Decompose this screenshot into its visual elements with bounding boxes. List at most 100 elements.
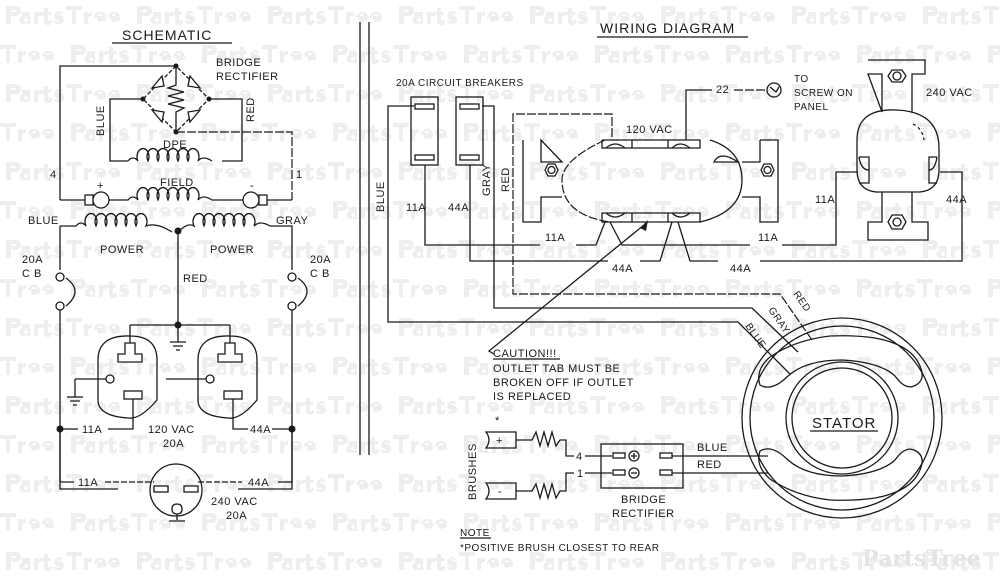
caution-line3: IS REPLACED (493, 391, 571, 403)
to-screw-line1: TO (794, 74, 809, 85)
note-title: NOTE (460, 528, 490, 539)
ground-icon (169, 503, 185, 522)
outlet-240-wire-44a: 44A (946, 194, 967, 206)
power-left-label: POWER (100, 244, 144, 256)
wiring-section: WIRING DIAGRAM 20A CIRCUIT BREAKERS BLUE… (375, 20, 972, 554)
outlet-ground-slot-icon (217, 342, 243, 363)
field-coil-icon (109, 187, 243, 202)
resistor-icon (165, 66, 186, 132)
plus-terminal-icon (628, 450, 640, 462)
caution-title: CAUTION!!! (493, 348, 557, 360)
outlet-240-voltage: 240 VAC (211, 496, 258, 508)
wire-red-label: RED (500, 167, 512, 192)
wire-blue-dpe (109, 98, 143, 162)
bridge-rectifier-label-2: RECTIFIER (216, 71, 279, 83)
cb-wire-11a: 11A (406, 202, 426, 214)
wire-blue-route (387, 105, 791, 375)
brushes-label: BRUSHES (467, 443, 479, 500)
to-screw-line2: SCREW ON (794, 88, 853, 99)
brush-asterisk: * (495, 415, 500, 427)
outlet-240-wire-left: 11A (78, 477, 98, 489)
diode-icon (150, 74, 165, 89)
diode-icon (187, 74, 202, 89)
outlet-120-voltage: 120 VAC (148, 424, 195, 436)
rectifier-out-blue: BLUE (697, 442, 728, 454)
wire-red-route (512, 113, 813, 341)
wire-blue-label: BLUE (95, 105, 107, 136)
cb-left-label-1: 20A (22, 254, 43, 266)
slip-ring-icon (242, 191, 260, 209)
bridge-rectifier-box (600, 443, 684, 489)
caution-line2: BROKEN OFF IF OUTLET (493, 377, 634, 389)
rectifier-out-red: RED (697, 459, 722, 471)
wire-gray-route (482, 105, 799, 353)
circuit-breakers-label: 20A CIRCUIT BREAKERS (396, 78, 524, 89)
schematic-section: SCHEMATIC 4 BRIDGE RECTIFIER BLUE RED DP… (22, 27, 331, 522)
field-plus: + (97, 180, 104, 192)
outlet-240-amps: 20A (226, 510, 247, 522)
power-coil-left-icon (60, 213, 173, 233)
outlet-240v-receptacle (856, 59, 940, 241)
wire-22-label: 22 (716, 84, 729, 96)
brush-plus-icon (84, 194, 94, 206)
wire-1-label: 1 (296, 169, 303, 181)
power-right-label: POWER (210, 244, 254, 256)
circuit-breaker-right-icon (297, 277, 308, 307)
wire-red-dpe (209, 98, 243, 162)
wire-red-label: RED (245, 97, 257, 122)
brush-wire-1: 1 (577, 468, 584, 480)
cb-right-label-1: 20A (310, 254, 331, 266)
outlet-240-wire-right: 44A (248, 477, 269, 489)
ground-icon (67, 379, 83, 406)
brush-minus-icon (484, 482, 517, 500)
stator-wire-gray: GRAY (766, 305, 792, 336)
ground-icon (170, 325, 186, 351)
wire-1 (176, 131, 293, 200)
note-text: *POSITIVE BRUSH CLOSEST TO REAR (460, 543, 659, 554)
brush-plus-sign: + (496, 435, 503, 447)
outlet-120-wire-left: 11A (82, 424, 102, 436)
cb-wire-44a: 44A (448, 202, 469, 214)
cb-right-label-2: C B (310, 268, 330, 280)
brush-minus-icon (258, 194, 268, 206)
bus-11a-right: 11A (758, 232, 778, 244)
wire-blue-label: BLUE (375, 181, 387, 212)
power-left-wire-label: BLUE (28, 215, 59, 227)
minus-terminal-icon (628, 467, 640, 479)
wiring-title: WIRING DIAGRAM (600, 20, 735, 36)
brush-minus-sign: - (498, 486, 502, 498)
center-wire-label: RED (183, 273, 208, 285)
outlet-ground-slot-icon (117, 342, 143, 363)
brush-plus-icon (484, 431, 517, 449)
field-minus: - (250, 180, 254, 192)
dpe-coil-icon (127, 148, 213, 163)
outlet-120-label: 120 VAC (626, 124, 673, 136)
stator-wire-red: RED (791, 289, 813, 314)
rectifier-label-2: RECTIFIER (612, 508, 675, 520)
bridge-rectifier-label-1: BRIDGE (216, 57, 261, 69)
outlet-slot-icon (223, 390, 243, 400)
power-right-wire-label: GRAY (276, 215, 309, 227)
wire-4-label: 4 (50, 169, 57, 181)
outlet-120-amps: 20A (163, 438, 184, 450)
outlet-240-wire-11a: 11A (815, 194, 835, 206)
schematic-title: SCHEMATIC (122, 27, 212, 43)
caution-line1: OUTLET TAB MUST BE (493, 363, 620, 375)
cb-left-label-2: C B (22, 268, 42, 280)
bus-44a-right: 44A (730, 263, 751, 275)
wire-gray-label: GRAY (481, 163, 493, 196)
stator-icon (741, 317, 943, 519)
outlet-120-wire-right: 44A (250, 424, 271, 436)
rectifier-label-1: BRIDGE (621, 494, 666, 506)
circuit-breaker-left-icon (65, 277, 76, 307)
diode-icon (150, 109, 165, 124)
power-coil-right-icon (177, 213, 293, 270)
dpe-label: DPE (163, 139, 187, 151)
caution-pointer (487, 224, 645, 355)
outlet-120v-receptacle (522, 138, 779, 223)
outlet-120v-schematic (56, 321, 296, 433)
bridge-rectifier-schematic (140, 63, 212, 135)
bus-44a-left: 44A (612, 263, 633, 275)
slip-ring-icon (92, 191, 110, 209)
